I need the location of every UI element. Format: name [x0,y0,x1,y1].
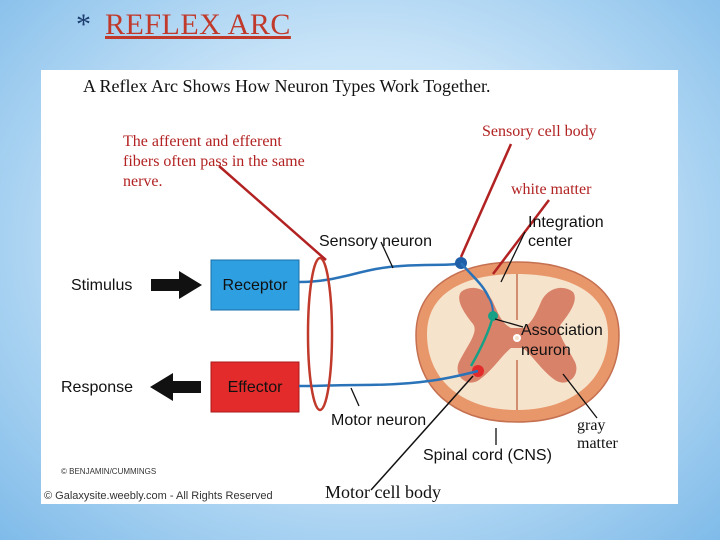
motor-cell-body-label: Motor cell body [325,482,441,502]
association-neuron-label-1: Association [521,322,603,339]
stimulus-arrow-icon [151,271,202,299]
note-line-3: nerve. [123,173,163,190]
effector-box [210,361,300,413]
slide-title: * REFLEX ARC [76,8,291,42]
diagram-panel: A Reflex Arc Shows How Neuron Types Work… [41,70,678,504]
diagram-heading: A Reflex Arc Shows How Neuron Types Work… [83,76,491,96]
motor-neuron-label: Motor neuron [331,412,426,429]
response-label: Response [61,379,133,396]
gray-matter-label: gray matter [577,417,618,452]
sensory-neuron-label: Sensory neuron [319,233,432,250]
spinal-cord-label: Spinal cord (CNS) [423,447,552,464]
note-line-2: fibers often pass in the same [123,153,305,170]
integration-center-label-1: Integration [528,214,604,231]
stimulus-label: Stimulus [71,277,132,294]
sensory-neuron-fiber [298,261,462,284]
effector-label: Effector [228,379,284,396]
response-arrow-icon [150,373,201,401]
receptor-label: Receptor [223,277,289,294]
note-line-1: The afferent and efferent [123,133,282,150]
title-bullet: * [76,8,91,41]
publisher-credit: © BENJAMIN/CUMMINGS [61,467,156,476]
motor-neuron-fiber [298,369,479,388]
reflex-arc-diagram: A Reflex Arc Shows How Neuron Types Work… [61,76,620,491]
white-matter-label: white matter [511,181,592,198]
integration-center-label-2: center [528,233,573,250]
association-neuron-label-2: neuron [521,342,571,359]
receptor-box [210,259,300,311]
spinal-cord-cross-section [415,261,620,423]
title-text: REFLEX ARC [105,8,291,41]
nerve-bundle-ellipse [306,256,334,412]
sensory-cell-body-label: Sensory cell body [482,123,597,140]
copyright-notice: © Galaxysite.weebly.com - All Rights Res… [44,490,273,502]
